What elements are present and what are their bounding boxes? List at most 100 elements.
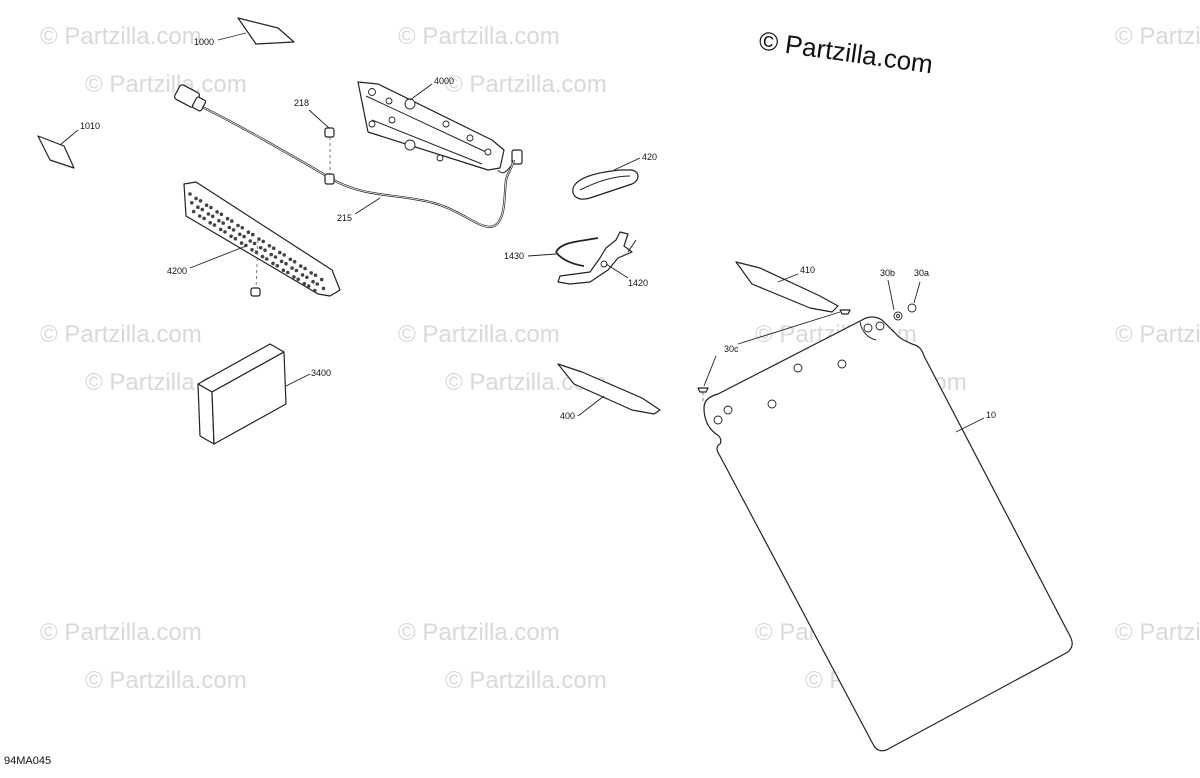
plate-hole [229,234,233,239]
part-218-clip: 218 [294,98,335,178]
plate-hole [288,257,293,262]
plate-hole [269,252,274,257]
plate-hole [230,219,234,223]
plate-hole [250,248,254,252]
part-1010-decal: 1010 [37,121,100,169]
watermark: © Partzilla.com [445,71,607,98]
plate-perforations [188,192,326,293]
plate-hole [225,216,230,221]
plate-hole [321,286,326,291]
plate-hole [303,266,307,271]
figure-code: 94MA045 [4,755,51,767]
plate-hole [200,207,205,212]
plate-hole [302,281,307,286]
watermark: © Partzilla.com [40,321,202,348]
plate-hole [319,277,324,282]
part-10-mud-flap: 10 [703,316,1073,752]
callout-400: 400 [560,411,575,421]
plate-hole [227,225,232,230]
plate-hole [209,205,213,210]
plate-hole [204,203,209,207]
plate-hole [273,255,278,259]
plate-hole [275,264,280,268]
plate-hole [300,273,305,277]
plate-hole [251,232,255,237]
plate-hole [248,239,252,243]
plate-hole [246,230,251,234]
plate-hole [315,282,320,286]
callout-410: 410 [800,265,815,275]
callout-1420: 1420 [628,278,648,288]
plate-hole [286,270,290,275]
part-4200-perforated-plate: 4200 [167,181,341,297]
plate-hole [194,196,198,201]
plate-hole [212,223,217,227]
plate-hole [271,246,276,250]
plate-hole [210,214,215,219]
part-4000-light-panel: 4000 [357,76,523,174]
part-3400-block: 3400 [197,343,331,445]
plate-hole [252,241,257,246]
plate-hole [221,221,225,225]
plate-hole [257,237,261,241]
callout-420: 420 [642,152,657,162]
plate-hole [284,261,288,266]
plate-hole [231,228,236,232]
callout-4200: 4200 [167,266,187,276]
callout-3400: 3400 [311,368,331,378]
plate-hole [278,250,282,255]
plate-hole [311,279,315,284]
plate-hole [198,199,203,203]
watermark: © Partzilla.com [40,23,202,50]
plate-hole [188,192,192,196]
plate-hole [267,244,272,248]
part-30-fasteners: 30b 30a 30c [697,268,929,404]
plate-hole [292,259,297,264]
part-400-reflector: 400 [557,363,661,421]
plate-hole [294,268,299,273]
part-215-wiring-harness: 215 [173,84,516,228]
callout-218: 218 [294,98,309,108]
plate-hole [217,218,221,223]
plate-hole [265,257,269,261]
plate-hole [281,268,286,273]
part-1000-decal: 1000 [194,17,295,47]
part-410-reflector: 410 [735,261,839,313]
plate-hole [202,216,206,221]
callout-1000: 1000 [194,37,214,47]
watermark: © Partzilla.com [398,23,560,50]
plate-hole [219,212,224,217]
part-420-lens: 420 [572,152,657,200]
callout-1010: 1010 [80,121,100,131]
plate-hole [261,239,266,244]
plate-hole [196,205,200,209]
callout-30c: 30c [724,344,739,354]
plate-hole [290,266,294,270]
plate-hole [223,230,227,234]
plate-hole [260,254,265,259]
plate-hole [298,264,303,268]
plate-hole [306,284,311,288]
watermark: © Partzilla.com [85,667,247,694]
part-1430-1420-bracket: 1430 1420 [504,231,648,288]
plate-hole [279,259,284,264]
plate-hole [206,212,211,216]
plate-hole [309,271,314,275]
plate-hole [305,275,309,280]
watermark: © Partzilla.com [398,619,560,646]
watermark: © Partzilla.com [85,71,247,98]
plate-hole [313,273,318,278]
watermark: © Partzilla.com [1115,321,1200,348]
watermark: © Partzilla.com [1115,23,1200,50]
plate-hole [313,288,317,293]
callout-1430: 1430 [504,251,524,261]
watermark: © Partzilla.com [1115,619,1200,646]
copyright-text: © Partzilla.com [757,25,935,79]
plate-hole [263,248,267,252]
plate-hole [236,223,240,228]
plate-hole [239,241,244,245]
watermark: © Partzilla.com [445,667,607,694]
callout-30b: 30b [880,268,895,278]
plate-hole [240,226,245,230]
